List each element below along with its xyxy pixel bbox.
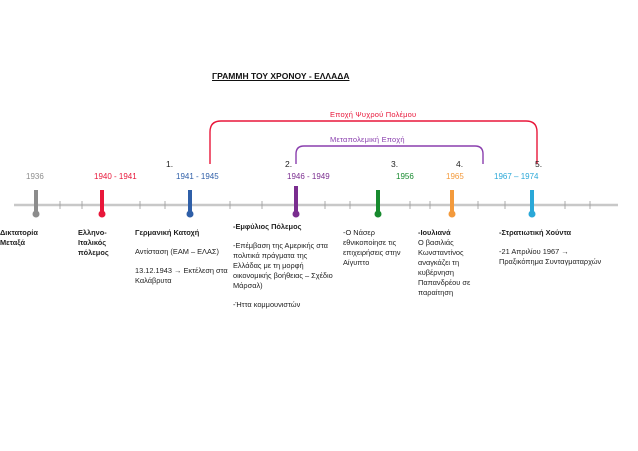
event-description: -Ιουλιανά Ο βασιλιάς Κωνσταντίνος αναγκά… xyxy=(418,228,490,298)
year-label: 1967 – 1974 xyxy=(494,172,539,181)
event-description: -Εμφύλιος Πόλεμος -Επέμβαση της Αμερικής… xyxy=(233,222,333,310)
era-label-cold-war: Εποχή Ψυχρού Πολέμου xyxy=(330,110,417,119)
year-label: 1946 - 1949 xyxy=(287,172,330,181)
event-line: Ο βασιλιάς Κωνσταντίνος αναγκάζει τη κυβ… xyxy=(418,238,471,297)
marker-1956 xyxy=(374,190,382,218)
event-title: -Εμφύλιος Πόλεμος xyxy=(233,222,302,231)
marker-1965 xyxy=(448,190,456,218)
marker-1940 xyxy=(98,190,106,218)
year-label: 1965 xyxy=(446,172,464,181)
event-line: -Επέμβαση της Αμερικής στα πολιτικά πράγ… xyxy=(233,241,333,290)
number-label: 4. xyxy=(456,159,464,169)
year-label: 1936 xyxy=(26,172,44,181)
event-description: Ελληνο-Ιταλικός πόλεμος xyxy=(78,228,132,258)
event-line: -Ήττα κομμουνιστών xyxy=(233,300,301,309)
number-label: 5. xyxy=(535,159,543,169)
event-title: Γερμανική Κατοχή xyxy=(135,228,200,237)
event-title: -Ιουλιανά xyxy=(418,228,451,237)
event-line: Αντίσταση (ΕΑΜ – ΕΛΑΣ) xyxy=(135,247,219,256)
event-description: -Στρατιωτική Χούντα -21 Απριλίου 1967 → … xyxy=(499,228,609,267)
marker-1936 xyxy=(32,190,40,218)
page-title: ΓΡΑΜΜΗ ΤΟΥ ΧΡΟΝΟΥ - ΕΛΛΑΔΑ xyxy=(212,71,350,81)
event-title: -Στρατιωτική Χούντα xyxy=(499,228,572,237)
year-label: 1940 - 1941 xyxy=(94,172,137,181)
number-label: 3. xyxy=(391,159,399,169)
number-label: 1. xyxy=(166,159,174,169)
postwar-bracket xyxy=(295,145,484,164)
marker-1967 xyxy=(528,190,536,218)
number-label: 2. xyxy=(285,159,293,169)
event-description: -Ο Νάσερ εθνικοποίησε τις επιχειρήσεις σ… xyxy=(343,228,417,268)
axis-ticks xyxy=(59,201,591,209)
year-label: 1941 - 1945 xyxy=(176,172,219,181)
marker-1941 xyxy=(186,190,194,218)
event-title: Δικτατορία Μεταξά xyxy=(0,228,38,247)
event-line: 13.12.1943 → Εκτέλεση στα Καλάβρυτα xyxy=(135,266,228,285)
year-label: 1956 xyxy=(396,172,414,181)
event-line: -21 Απριλίου 1967 → Πραξικόπημα Συνταγμα… xyxy=(499,247,602,266)
event-description: Γερμανική Κατοχή Αντίσταση (ΕΑΜ – ΕΛΑΣ) … xyxy=(135,228,235,286)
cold-war-bracket xyxy=(209,120,538,164)
era-label-postwar: Μεταπολεμική Εποχή xyxy=(330,135,405,144)
event-title: Ελληνο-Ιταλικός πόλεμος xyxy=(78,228,109,257)
event-title: -Ο Νάσερ εθνικοποίησε τις επιχειρήσεις σ… xyxy=(343,228,401,267)
event-description: Δικτατορία Μεταξά xyxy=(0,228,62,248)
marker-1946 xyxy=(292,186,300,218)
